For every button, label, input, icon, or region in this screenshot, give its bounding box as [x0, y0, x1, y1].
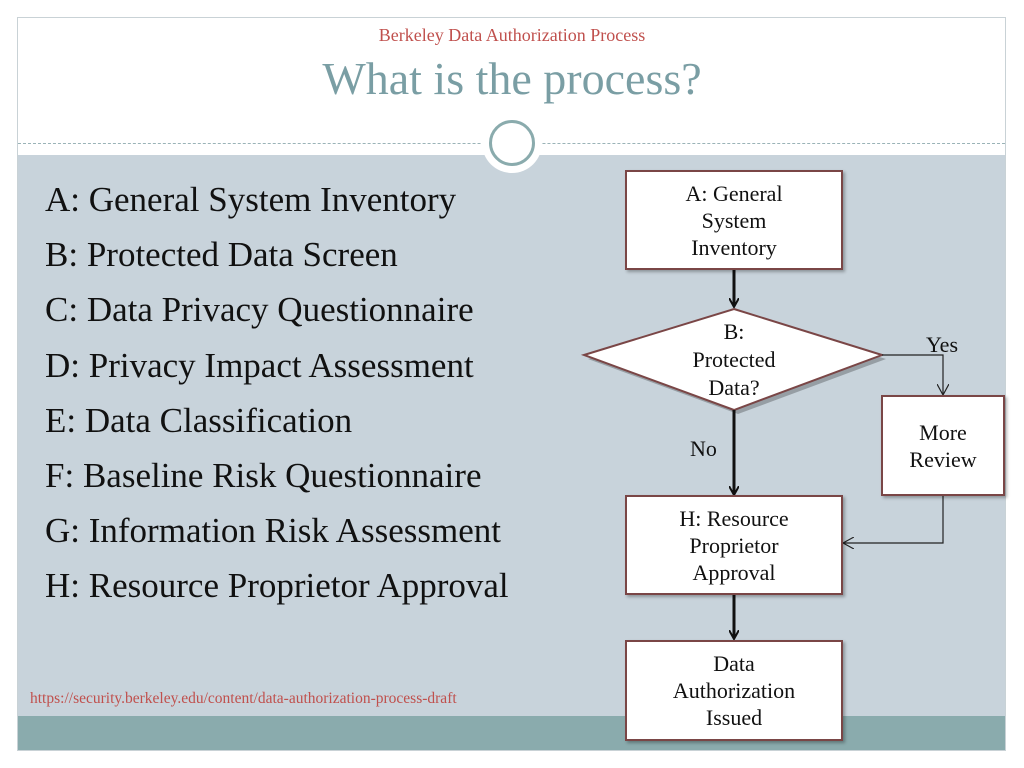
slide-subtitle: Berkeley Data Authorization Process: [378, 25, 646, 45]
node-h-line-2: Proprietor: [689, 532, 779, 558]
node-issued-line-1: Data: [713, 651, 755, 676]
node-a-line-3: Inventory: [691, 234, 777, 260]
step-item-c: C: Data Privacy Questionnaire: [45, 290, 474, 330]
node-h-line-1: H: Resource: [679, 505, 789, 531]
step-item-d: D: Privacy Impact Assessment: [45, 345, 474, 385]
step-item-h: H: Resource Proprietor Approval: [45, 566, 509, 606]
label-no: No: [690, 436, 717, 461]
node-issued-line-3: Issued: [705, 705, 763, 730]
node-issued-line-2: Authorization: [672, 678, 796, 703]
step-list: A: General System Inventory B: Protected…: [45, 177, 509, 619]
connector-b-to-review: [882, 354, 943, 394]
node-b-line-2: Protected: [692, 347, 776, 372]
step-item-a: A: General System Inventory: [45, 180, 457, 219]
node-resource-proprietor-approval: H: Resource Proprietor Approval: [625, 495, 843, 595]
node-review-line-1: More: [919, 419, 967, 445]
divider-circle-ring: [489, 120, 535, 166]
step-item-b: B: Protected Data Screen: [45, 235, 398, 275]
source-link[interactable]: https://security.berkeley.edu/content/da…: [30, 690, 457, 707]
node-h-line-3: Approval: [692, 559, 776, 585]
node-data-authorization-issued: Data Authorization Issued: [625, 640, 843, 741]
node-b-line-3: Data?: [708, 375, 760, 400]
slide-title: What is the process?: [322, 53, 702, 104]
node-more-review: More Review: [881, 395, 1005, 496]
node-review-line-2: Review: [909, 446, 977, 472]
node-protected-data-decision: B: Protected Data?: [664, 318, 804, 402]
step-item-f: F: Baseline Risk Questionnaire: [45, 455, 482, 495]
node-b-line-1: B:: [723, 319, 745, 344]
node-a-line-1: A: General: [685, 180, 783, 206]
connector-review-to-h: [844, 496, 944, 543]
step-item-g: G: Information Risk Assessment: [45, 511, 501, 551]
label-yes: Yes: [926, 332, 959, 357]
step-item-e: E: Data Classification: [45, 400, 353, 440]
node-general-system-inventory: A: General System Inventory: [625, 170, 843, 270]
node-a-line-2: System: [701, 207, 767, 233]
